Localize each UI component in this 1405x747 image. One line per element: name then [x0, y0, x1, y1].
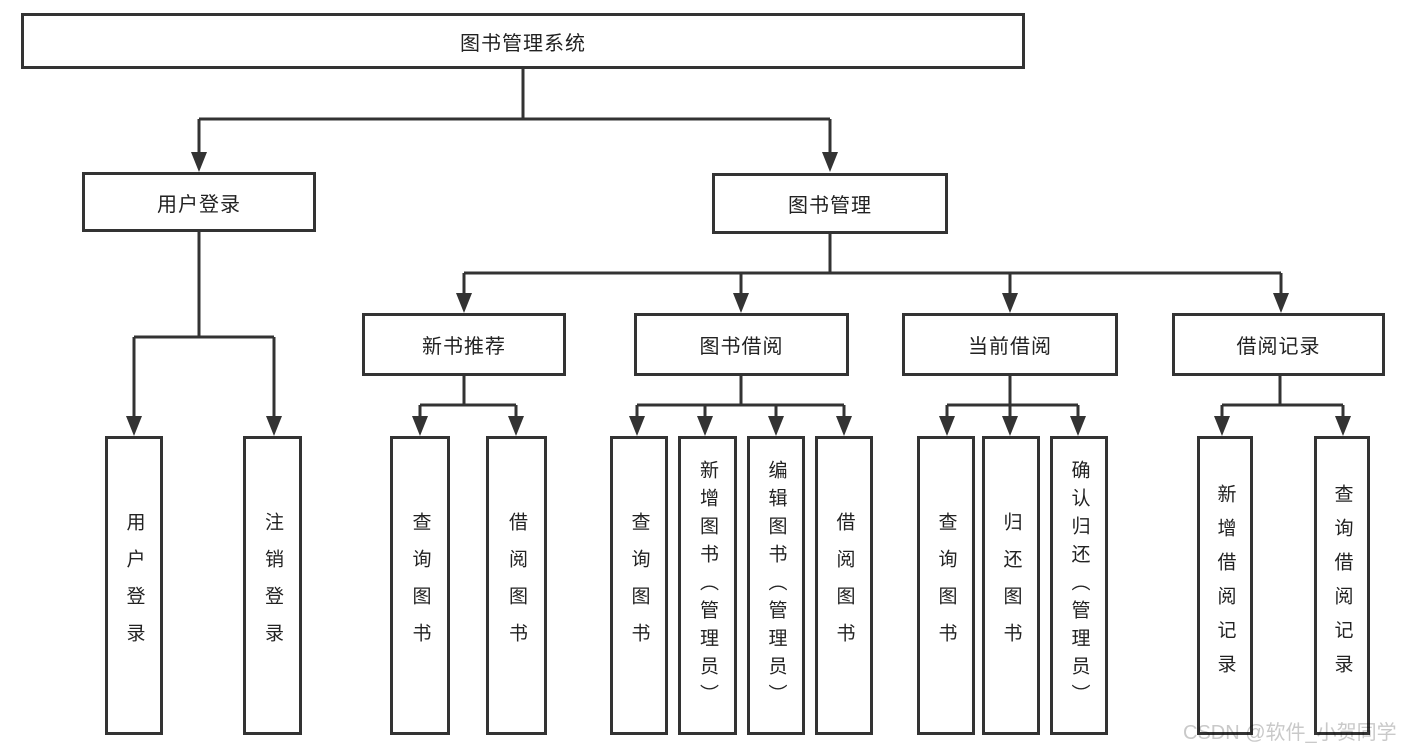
node-library-management-system: 图书管理系统	[21, 13, 1025, 69]
leaf-logout: 注销登录	[243, 436, 302, 735]
leaf-query-books-borrow: 查询图书	[610, 436, 668, 735]
leaf-query-borrow-record: 查询借阅记录	[1314, 436, 1370, 735]
leaf-return-books: 归还图书	[982, 436, 1040, 735]
node-current-borrowing: 当前借阅	[902, 313, 1118, 376]
node-book-management: 图书管理	[712, 173, 948, 234]
leaf-borrow-books-recommend: 借阅图书	[486, 436, 547, 735]
leaf-borrow-books: 借阅图书	[815, 436, 873, 735]
leaf-edit-book-admin: 编辑图书（管理员）	[747, 436, 805, 735]
node-new-book-recommendation: 新书推荐	[362, 313, 566, 376]
node-book-borrowing: 图书借阅	[634, 313, 849, 376]
leaf-user-login: 用户登录	[105, 436, 163, 735]
csdn-watermark: CSDN @软件_小贺同学	[1183, 722, 1397, 744]
leaf-confirm-return-admin: 确认归还（管理员）	[1050, 436, 1108, 735]
node-user-login: 用户登录	[82, 172, 316, 232]
leaf-add-borrow-record: 新增借阅记录	[1197, 436, 1253, 735]
leaf-query-books-current: 查询图书	[917, 436, 975, 735]
leaf-add-book-admin: 新增图书（管理员）	[678, 436, 737, 735]
node-borrowing-records: 借阅记录	[1172, 313, 1385, 376]
leaf-query-books-recommend: 查询图书	[390, 436, 450, 735]
